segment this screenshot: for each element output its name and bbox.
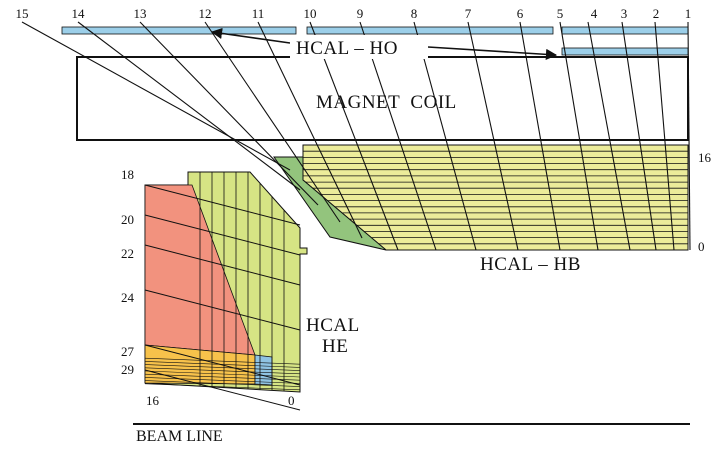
tower-number-label: 15 [16,6,29,21]
ho-tiles [61,26,689,56]
tower-ray [204,21,341,223]
ho-arrow-right [427,46,558,60]
ho-tile-middle [306,26,554,35]
he-tower-label: 18 [121,167,134,182]
he-bottom-layer-line [144,364,301,371]
tower-number-label: 12 [199,6,212,21]
magnet-coil-label: MAGNET COIL [316,92,457,113]
he-bottom-layer-line [144,361,301,368]
tower-number-label: 6 [517,6,524,21]
he-depth-label-left: 16 [146,393,160,408]
he-bottom-layer-line [144,380,301,387]
tower-ray [77,21,301,191]
tower-number-label: 7 [465,6,472,21]
he-bottom-layer-line [144,357,301,365]
ho-tile-left [61,26,297,35]
he-bottom-layer-line [144,370,301,378]
tower-number-label: 14 [72,6,86,21]
tower-ray [687,21,691,251]
tower-ray [359,21,437,251]
he-tower-label: 24 [121,290,135,305]
tower-number-label: 2 [653,6,660,21]
hcal-hb-label: HCAL – HB [480,254,581,275]
tower-number-label: 11 [252,6,265,21]
ho-arrows [210,27,558,60]
ho-tile-right-lower [561,47,689,56]
tower-ray [621,21,657,251]
he-tower-label: 27 [121,344,135,359]
hcal-he-label-line2: HE [322,336,348,357]
tower-number-label: 4 [591,6,598,21]
he-tower-ray [144,344,301,386]
tower-number-label: 1 [685,6,692,21]
tower-ray [139,21,319,206]
tower-ray [467,21,519,251]
he-blue-region [254,354,273,386]
he-bottom-layer-line [144,367,301,375]
hb-depth-label-top: 16 [698,150,712,165]
he-tower-ray [144,289,301,331]
he-depth-label-right: 0 [288,393,295,408]
tower-number-label: 9 [357,6,364,21]
ho-arrow-left [210,27,291,44]
he-tower-ray [144,369,301,411]
he-tower-ray [144,244,301,286]
tower-number-label: 5 [557,6,564,21]
he-bottom-layer-line [144,373,301,381]
tower-ray [257,21,363,239]
text-labels: HCAL – HO MAGNET COIL HCAL – HB HCAL HE … [136,35,712,445]
tower-ray [587,21,631,251]
hcal-he-label-line1: HCAL [306,315,360,336]
he-tower-ray [144,214,301,256]
tower-number-label: 8 [411,6,418,21]
tower-number-label: 13 [134,6,147,21]
hb-layer-lines [303,150,688,245]
tower-ray [654,21,675,251]
hcal-ho-label: HCAL – HO [296,38,398,59]
he-tower-label: 22 [121,246,134,261]
hb-depth-label-bottom: 0 [698,239,705,254]
tower-ray [21,21,291,171]
tower-ray [519,21,561,251]
green-wedge [273,156,387,251]
ho-label-backdrop [290,35,428,59]
tower-number-label: 10 [304,6,317,21]
hcal-regions [144,144,689,393]
he-tower-labels: 18 20 22 24 27 29 [121,167,135,377]
tower-ray [309,21,399,251]
he-tower-label: 29 [121,362,134,377]
tower-ray [559,21,599,251]
he-bottom-layer-line [144,383,301,391]
tower-number-labels: 15 14 13 12 11 10 9 8 7 6 5 4 3 2 1 [16,6,692,21]
tower-number-label: 3 [621,6,628,21]
he-tower-label: 20 [121,212,134,227]
tower-ray [413,21,477,251]
tower-rays [21,21,691,411]
he-tower-ray [144,184,301,226]
ho-tile-right-upper [561,26,689,35]
he-bottom-layer-line [144,377,301,384]
beam-line-label: BEAM LINE [136,428,223,445]
